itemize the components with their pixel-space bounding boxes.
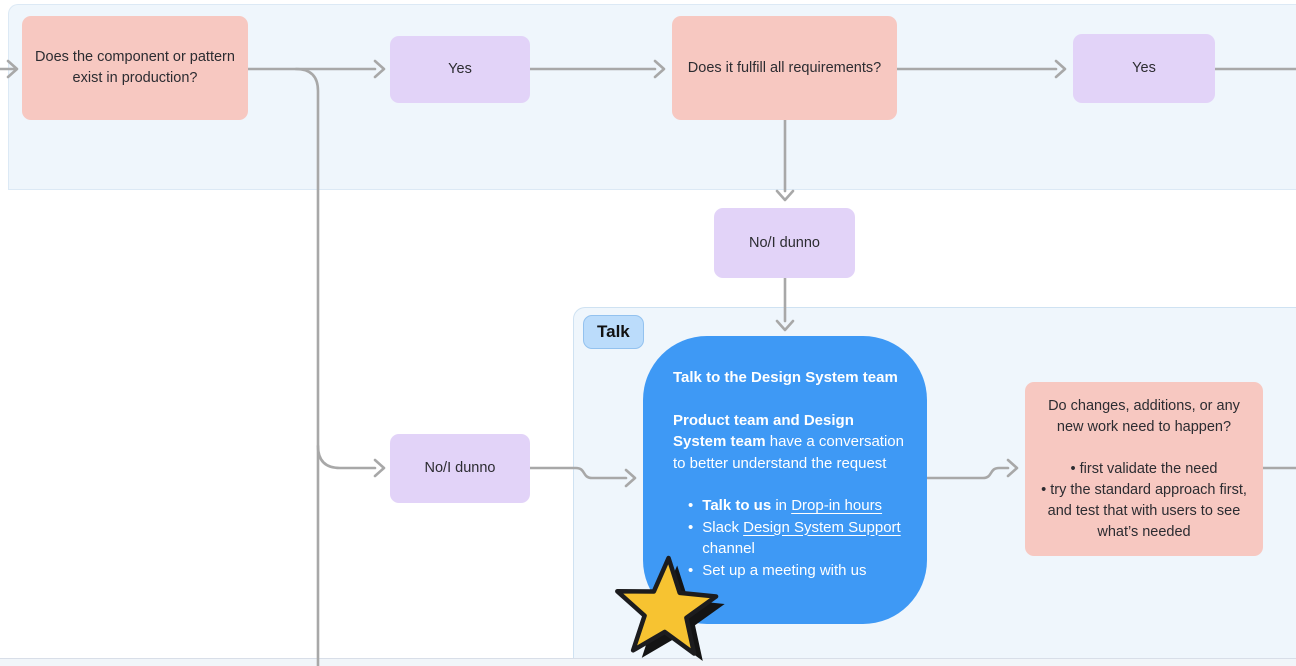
connector-branch-to-no-dunno-mid [316, 444, 386, 478]
talk-card-bullet-1-bold: Talk to us [702, 497, 772, 514]
talk-card-bullet-1-text: Talk to us in Drop-in hours [702, 495, 882, 517]
talk-card-bullet-1: • Talk to us in Drop-in hours [688, 495, 907, 517]
bullet-icon: • [688, 518, 694, 536]
node-question-fulfill[interactable]: Does it fulfill all requirements? [672, 16, 897, 120]
node-yes-text: Yes [448, 61, 472, 77]
node-no-dunno-mid[interactable]: No/I dunno [390, 434, 530, 503]
section-bottom-edge [0, 658, 1296, 666]
star-icon[interactable] [603, 547, 731, 666]
talk-card-bullet-3: • Set up a meeting with us [688, 560, 907, 582]
node-no-dunno-text: No/I dunno [749, 234, 820, 251]
node-talk-card[interactable]: Talk to the Design System team Product t… [643, 336, 927, 624]
bullet-icon: • [688, 561, 694, 579]
section-talk-label[interactable]: Talk [583, 315, 644, 349]
node-question-exists-text: Does the component or pattern exist in p… [35, 49, 235, 86]
node-question-fulfill-text: Does it fulfill all requirements? [687, 59, 882, 76]
star-shape [615, 555, 719, 656]
changes-bullet-2-text: try the standard approach first, and tes… [1047, 481, 1247, 540]
node-yes-top-left[interactable]: Yes [390, 36, 530, 103]
talk-card-title: Talk to the Design System team [673, 369, 898, 386]
talk-card-paragraph-rest: have a conversation to better understand… [673, 433, 904, 472]
node-no-dunno-top[interactable]: No/I dunno [714, 208, 855, 278]
talk-card-bullet-1-mid: in [771, 497, 792, 514]
node-question-exists[interactable]: Does the component or pattern exist in p… [22, 16, 248, 120]
bullet-icon: • [688, 497, 694, 514]
node-question-changes-text: Do changes, additions, or any new work n… [1048, 397, 1240, 435]
bullet-icon: • [1070, 460, 1076, 477]
talk-card-paragraph-bold: Product team and Design System team [673, 411, 854, 451]
changes-bullet-1-text: first validate the need [1079, 460, 1218, 477]
node-question-changes-bullets: • first validate the need • try the stan… [1037, 459, 1251, 543]
design-system-support-link[interactable]: Design System Support [743, 518, 901, 536]
changes-bullet-1: • first validate the need [1037, 459, 1251, 480]
drop-in-hours-link[interactable]: Drop-in hours [791, 497, 883, 514]
talk-card-bullet-3-text: Set up a meeting with us [702, 561, 867, 579]
bullet-icon: • [1041, 481, 1047, 498]
talk-card-bullet-list: • Talk to us in Drop-in hours • Slack De… [673, 495, 907, 581]
node-no-dunno-text: No/I dunno [424, 460, 496, 476]
section-talk-label-text: Talk [597, 322, 630, 341]
changes-bullet-2: • try the standard approach first, and t… [1037, 480, 1251, 543]
talk-card-bullet-2-text: Slack Design System Support channel [702, 517, 907, 560]
talk-card-bullet-2-pre: Slack [702, 518, 744, 536]
node-question-changes[interactable]: Do changes, additions, or any new work n… [1025, 382, 1263, 556]
talk-card-bullet-2: • Slack Design System Support channel [688, 517, 907, 560]
talk-card-bullet-2-post: channel [702, 540, 755, 557]
node-yes-top-right[interactable]: Yes [1073, 34, 1215, 103]
node-yes-text: Yes [1132, 60, 1156, 76]
talk-card-paragraph: Product team and Design System team have… [673, 410, 907, 475]
